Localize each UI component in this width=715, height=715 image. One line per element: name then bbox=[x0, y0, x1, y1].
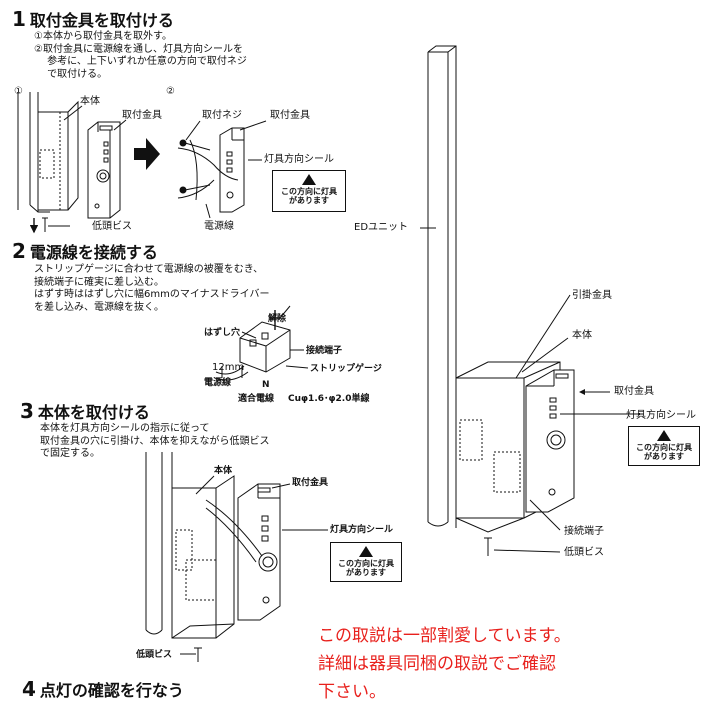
step1-label-teitou-bisu: 低頭ビス bbox=[92, 221, 132, 232]
step2-label-12mm: 12mm bbox=[212, 362, 245, 373]
step1-label-toritsuke-neji: 取付ネジ bbox=[202, 110, 242, 121]
step3-direction-seal: この方向に灯具 があります bbox=[330, 542, 402, 582]
next-arrow bbox=[134, 138, 160, 170]
step3-label-seal: 灯具方向シール bbox=[330, 525, 394, 535]
step1-label-hontai: 本体 bbox=[80, 96, 100, 107]
step2-label-setsuzoku: 接続端子 bbox=[306, 346, 343, 356]
step1-label-dengensen: 電源線 bbox=[204, 221, 234, 232]
step2-terminal-figure bbox=[215, 305, 309, 381]
step1-label-toritsuke-kanagu: 取付金具 bbox=[122, 110, 162, 121]
notice-text: この取説は一部割愛しています。 詳細は器具同梱の取説でご確認 下さい。 bbox=[318, 626, 571, 702]
step2-label-n: N bbox=[262, 380, 270, 390]
step1-sub2-marker: ② bbox=[166, 86, 175, 97]
step1-figure-2 bbox=[177, 120, 267, 219]
right-label-setsuzoku: 接続端子 bbox=[564, 526, 604, 537]
right-label-kanagu: 取付金具 bbox=[614, 386, 654, 397]
step2-body: ストリップゲージに合わせて電源線の被覆をむき、 接続端子に確実に差し込む。 はず… bbox=[34, 264, 270, 313]
right-label-teitou-bisu: 低頭ビス bbox=[564, 547, 604, 558]
step3-label-teitou-bisu: 低頭ビス bbox=[136, 650, 173, 660]
step1-body: ①本体から取付金具を取外す。 ②取付金具に電源線を通し、灯具方向シールを 参考に… bbox=[34, 31, 247, 80]
step1-sub1-marker: ① bbox=[14, 86, 23, 97]
right-label-led-unit: EDユニット bbox=[354, 222, 409, 233]
triangle-up-icon bbox=[302, 174, 316, 185]
right-label-hontai: 本体 bbox=[572, 330, 592, 341]
right-direction-seal: この方向に灯具 があります bbox=[628, 426, 700, 466]
right-label-seal: 灯具方向シール bbox=[626, 410, 696, 421]
step2-label-cu: Cuφ1.6･φ2.0単線 bbox=[288, 394, 370, 404]
step1-label-kanagu2: 取付金具 bbox=[270, 110, 310, 121]
step2-label-hazushiana: はずし穴 bbox=[204, 328, 241, 338]
step2-label-dengensen: 電源線 bbox=[204, 378, 232, 388]
step1-figure-1 bbox=[17, 92, 127, 234]
triangle-up-icon bbox=[359, 546, 373, 557]
right-label-hikake: 引掛金具 bbox=[572, 290, 612, 301]
step3-label-hontai: 本体 bbox=[214, 466, 233, 476]
step2-label-kaijo: 解除 bbox=[268, 314, 287, 324]
right-figure bbox=[420, 45, 640, 556]
step3-figure bbox=[145, 452, 328, 662]
step2-label-strip: ストリップゲージ bbox=[310, 364, 382, 374]
step3-label-kanagu: 取付金具 bbox=[292, 478, 329, 488]
step1-label-seal: 灯具方向シール bbox=[264, 154, 334, 165]
step3-body: 本体を灯具方向シールの指示に従って 取付金具の穴に引掛け、本体を抑えながら低頭ビ… bbox=[40, 423, 270, 459]
triangle-up-icon bbox=[657, 430, 671, 441]
step2-label-tekigou: 適合電線 bbox=[238, 394, 275, 404]
step1-direction-seal: この方向に灯具 があります bbox=[272, 170, 346, 212]
